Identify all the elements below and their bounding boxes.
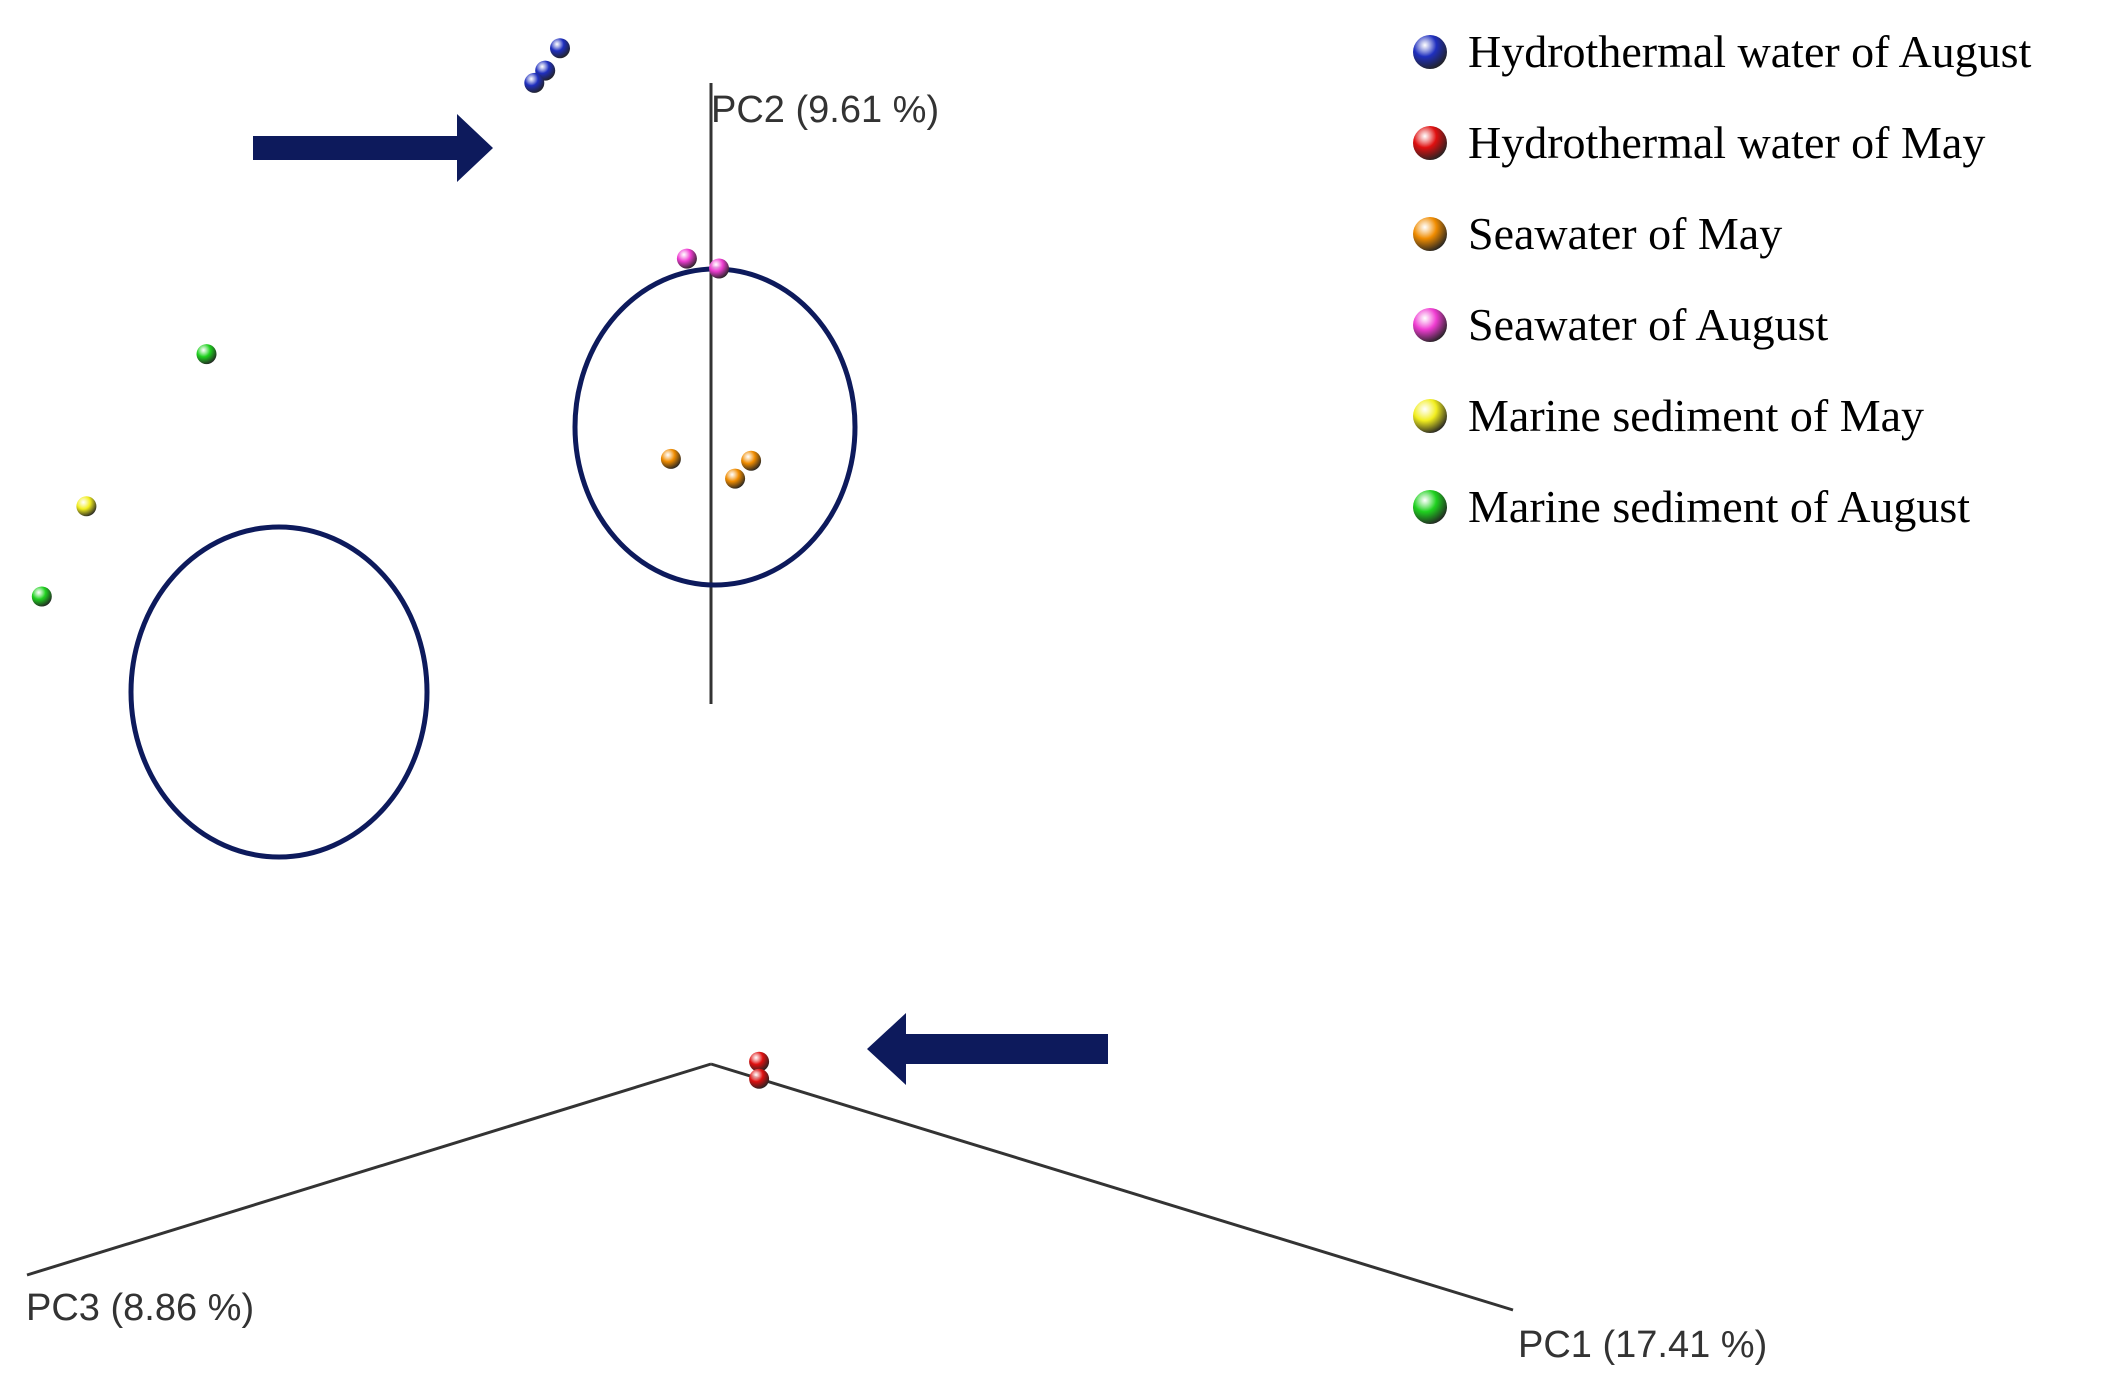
legend: Hydrothermal water of AugustHydrothermal…: [1413, 26, 2032, 532]
legend-marker-seawater-of-may: [1413, 217, 1447, 251]
legend-label-seawater-of-august: Seawater of August: [1468, 299, 1828, 350]
point-seawater-of-may: [660, 448, 681, 469]
point-hydrothermal-water-of-may: [749, 1068, 770, 1089]
legend-marker-hydrothermal-water-of-may: [1413, 126, 1447, 160]
arrow-left-annotation: [867, 1013, 1108, 1085]
point-marine-sediment-of-august: [196, 344, 217, 365]
legend-marker-marine-sediment-of-may: [1413, 399, 1447, 433]
seawater-cluster-circle: [572, 266, 858, 588]
legend-label-hydrothermal-water-of-may: Hydrothermal water of May: [1468, 117, 1985, 168]
point-seawater-of-august: [709, 258, 729, 279]
point-seawater-of-may: [725, 468, 746, 489]
sediment-cluster-circle: [128, 524, 430, 860]
pc2-axis-label: PC2 (9.61 %): [711, 89, 939, 131]
point-hydrothermal-water-of-may: [749, 1051, 770, 1072]
arrow-right-annotation: [253, 114, 493, 182]
pc3-axis-label: PC3 (8.86 %): [26, 1287, 254, 1329]
legend-marker-hydrothermal-water-of-august: [1413, 35, 1447, 69]
data-points: [31, 38, 770, 1089]
pc3-axis-line: [26, 1062, 712, 1277]
pc1-axis-label: PC1 (17.41 %): [1518, 1324, 1767, 1366]
point-marine-sediment-of-august: [31, 586, 52, 607]
point-hydrothermal-water-of-august: [524, 72, 545, 93]
point-seawater-of-august: [676, 248, 697, 269]
point-marine-sediment-of-may: [76, 496, 97, 517]
legend-marker-marine-sediment-of-august: [1413, 490, 1447, 524]
legend-label-marine-sediment-of-august: Marine sediment of August: [1468, 481, 1970, 532]
point-hydrothermal-water-of-august: [550, 38, 570, 59]
legend-label-seawater-of-may: Seawater of May: [1468, 208, 1782, 259]
legend-label-marine-sediment-of-may: Marine sediment of May: [1468, 390, 1924, 441]
legend-marker-seawater-of-august: [1413, 308, 1447, 342]
point-seawater-of-may: [741, 450, 762, 471]
legend-label-hydrothermal-water-of-august: Hydrothermal water of August: [1468, 26, 2032, 77]
pc1-axis-line: [710, 1062, 1514, 1312]
